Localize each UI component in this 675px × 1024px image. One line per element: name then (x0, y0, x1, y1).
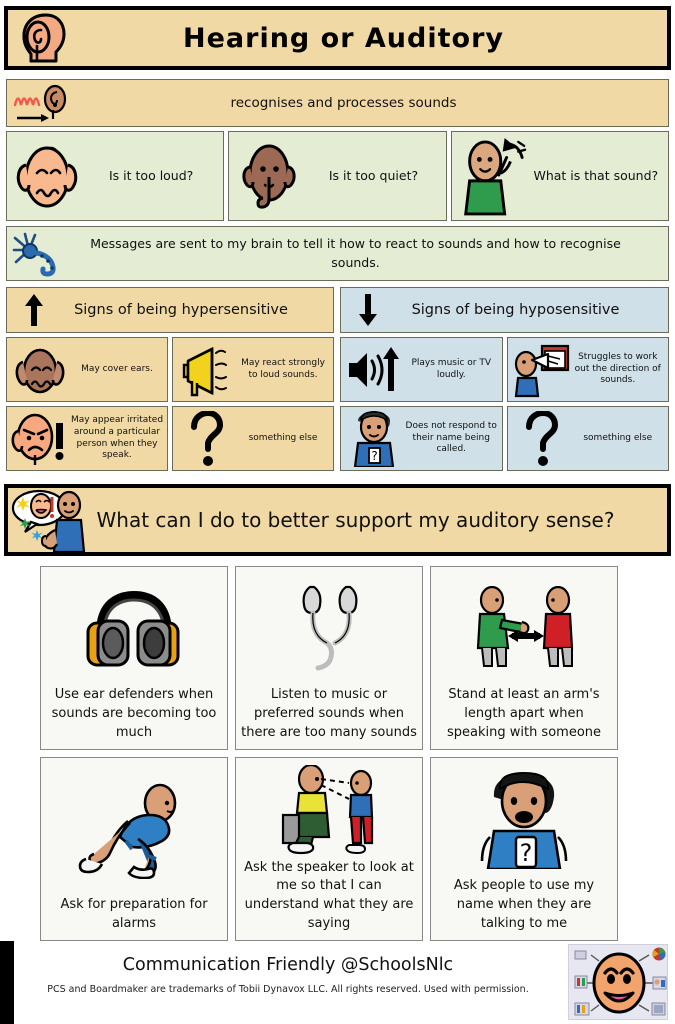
hypersensitive-column: Signs of being hypersensitive May cover … (6, 287, 334, 477)
recognises-text: recognises and processes sounds (230, 95, 457, 111)
footer-left-black-strip (0, 941, 14, 1024)
sign-text: Plays music or TV loudly. (411, 357, 491, 380)
person-thumbs-up-speech-icon (8, 488, 94, 552)
page-title: Hearing or Auditory (183, 22, 504, 54)
support-card-caption: Use ear defenders when sounds are becomi… (51, 687, 217, 741)
hyposensitive-grid: Plays music or TV loudly. Struggles to w… (340, 337, 669, 471)
earphones-icon (239, 572, 419, 686)
support-banner-text: What can I do to better support my audit… (96, 507, 615, 532)
question-mark-icon (176, 410, 236, 467)
messages-strip: Messages are sent to my brain to tell it… (6, 226, 669, 281)
sign-cell: May react strongly to loud sounds. (172, 337, 334, 402)
hypersensitive-header: Signs of being hypersensitive (6, 287, 334, 333)
svg-text:?: ? (371, 449, 377, 463)
sign-text: May react strongly to loud sounds. (241, 357, 325, 380)
sign-text: something else (248, 432, 318, 443)
question-text: Is it too loud? (109, 167, 194, 183)
sign-text: Does not respond to their name being cal… (405, 420, 497, 455)
megaphone-icon (176, 343, 236, 397)
smiley-face-logo (568, 944, 668, 1020)
support-card-caption: Ask the speaker to look at me so that I … (244, 859, 414, 932)
sign-cell: something else (172, 406, 334, 471)
ear-defenders-icon (44, 572, 224, 686)
hypersensitive-grid: May cover ears. May react strongly to lo… (6, 337, 334, 471)
arrow-up-icon (11, 292, 57, 328)
person-name-badge-icon: ? (344, 410, 404, 467)
sign-cell: ? Does not respond to their name being c… (340, 406, 503, 471)
question-cell-what-sound: What is that sound? (450, 131, 669, 221)
support-card[interactable]: Use ear defenders when sounds are becomi… (40, 566, 228, 750)
hypersensitive-heading: Signs of being hypersensitive (74, 302, 288, 318)
person-with-name-card-icon: ? (434, 763, 614, 877)
sign-text: something else (583, 432, 653, 443)
person-shushing-icon (233, 137, 305, 215)
sign-cell: Struggles to work out the direction of s… (506, 337, 669, 402)
neuron-icon (7, 230, 69, 278)
page-title-bar: Hearing or Auditory (4, 6, 671, 70)
question-text: Is it too quiet? (328, 167, 419, 183)
support-card[interactable]: Ask for preparation for alarms (40, 757, 228, 941)
hyposensitive-heading: Signs of being hyposensitive (411, 302, 620, 318)
sign-text: May appear irritated around a particular… (70, 415, 164, 461)
question-cell-loud: Is it too loud? (6, 131, 225, 221)
hyposensitive-column: Signs of being hyposensitive Plays music… (340, 287, 669, 477)
person-covering-ears-icon (11, 137, 83, 215)
footer-trademark-notice: PCS and Boardmaker are trademarks of Tob… (47, 984, 529, 995)
person-listening-icon (456, 135, 528, 217)
hyposensitive-header: Signs of being hyposensitive (340, 287, 669, 333)
svg-text:?: ? (520, 839, 533, 867)
support-card[interactable]: Listen to music or preferred sounds when… (235, 566, 423, 750)
recognises-strip: recognises and processes sounds (6, 79, 669, 127)
person-shouting-icon (511, 342, 571, 398)
person-looking-at-speaker-icon (239, 763, 419, 859)
messages-text: Messages are sent to my brain to tell it… (90, 236, 621, 270)
support-card[interactable]: Stand at least an arm's length apart whe… (430, 566, 618, 750)
support-cards-grid: Use ear defenders when sounds are becomi… (40, 566, 618, 941)
speaker-loud-icon (344, 343, 404, 397)
footer (0, 941, 675, 1024)
support-card-caption: Ask for preparation for alarms (60, 897, 208, 932)
person-crouching-icon (44, 763, 224, 896)
ear-head-icon (8, 10, 80, 66)
soundwave-ear-icon (7, 83, 79, 123)
support-card[interactable]: ? Ask people to use my name when they ar… (430, 757, 618, 941)
sign-cell: May cover ears. (6, 337, 168, 402)
support-card-caption: Stand at least an arm's length apart whe… (446, 687, 602, 741)
question-text: What is that sound? (533, 167, 659, 183)
support-card[interactable]: Ask the speaker to look at me so that I … (235, 757, 423, 941)
two-people-distance-icon (434, 572, 614, 686)
support-banner: What can I do to better support my audit… (4, 484, 671, 556)
covering-ears-icon (10, 344, 70, 396)
support-card-caption: Ask people to use my name when they are … (453, 878, 595, 932)
sign-text: May cover ears. (81, 363, 153, 374)
sign-cell: May appear irritated around a particular… (6, 406, 168, 471)
arrow-down-icon (345, 292, 391, 328)
question-cell-quiet: Is it too quiet? (228, 131, 447, 221)
support-card-caption: Listen to music or preferred sounds when… (241, 687, 417, 741)
sign-cell: Plays music or TV loudly. (340, 337, 503, 402)
sign-text: Struggles to work out the direction of s… (574, 351, 661, 386)
question-mark-icon (511, 410, 571, 467)
sign-cell: something else (506, 406, 669, 471)
irritated-face-icon (10, 411, 70, 467)
question-row: Is it too loud? Is it too quiet? (6, 131, 669, 221)
footer-title: Communication Friendly @SchoolsNlc (122, 955, 454, 975)
